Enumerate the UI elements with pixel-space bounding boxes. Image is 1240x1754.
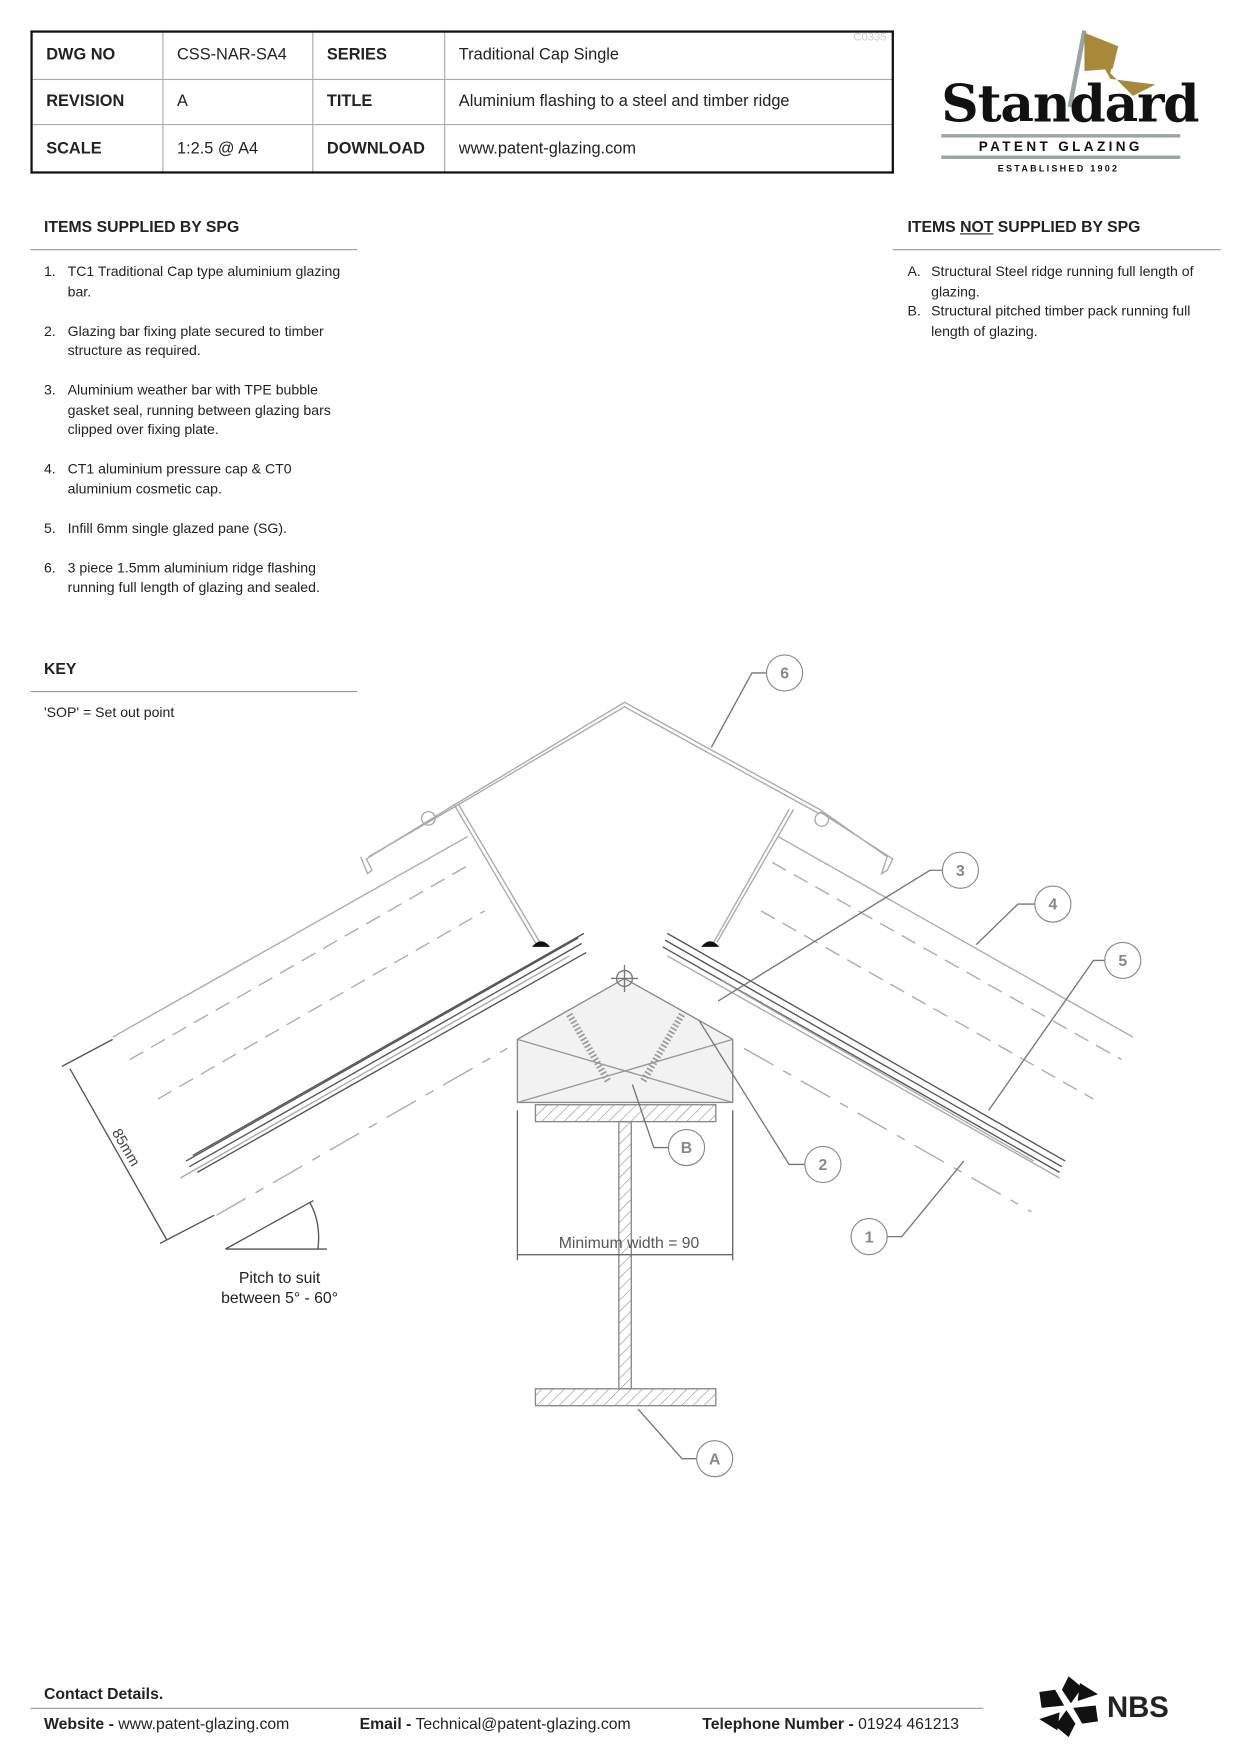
- callout-2: 2: [804, 1145, 842, 1184]
- callout-4: 4: [1034, 885, 1072, 923]
- divider: [30, 691, 358, 693]
- callout-a: A: [696, 1440, 734, 1478]
- drawing-ref-code: C0335: [853, 31, 887, 44]
- depth-dimension: [61, 1038, 215, 1244]
- divider: [892, 249, 1221, 251]
- pitch-indicator: [225, 1199, 327, 1250]
- min-width-dimension: [516, 1110, 734, 1261]
- label: SERIES: [312, 30, 446, 80]
- items-not-supplied-list: A.Structural Steel ridge running full le…: [907, 263, 1194, 362]
- svg-text:2: 2: [819, 1157, 828, 1174]
- list-item: 3.Aluminium weather bar with TPE bubble …: [43, 382, 331, 438]
- contact-email: Email - Technical@patent-glazing.com: [359, 1714, 631, 1733]
- divider: [30, 1707, 983, 1709]
- nbs-logo: NBS: [1037, 1674, 1169, 1745]
- gasket-seal: [701, 941, 720, 947]
- value: CSS-NAR-SA4: [162, 30, 314, 80]
- logo-rule: [941, 134, 1181, 138]
- value: Traditional Cap Single: [444, 30, 894, 80]
- pitch-range-label: between 5° - 60°: [221, 1290, 338, 1307]
- contact-heading: Contact Details.: [43, 1684, 164, 1703]
- logo-established: ESTABLISHED 1902: [997, 163, 1120, 174]
- items-supplied-heading: ITEMS SUPPLIED BY SPG: [43, 217, 240, 236]
- list-item: A.Structural Steel ridge running full le…: [907, 263, 1194, 300]
- divider: [30, 249, 358, 251]
- list-item: 4.CT1 aluminium pressure cap & CT0 alumi…: [43, 461, 292, 497]
- nbs-mark-icon: [1039, 1676, 1098, 1738]
- label: SCALE: [31, 124, 164, 174]
- standard-logo: Standard PATENT GLAZING ESTABLISHED 1902: [941, 28, 1200, 177]
- set-out-point-icon: [610, 964, 639, 992]
- svg-text:B: B: [681, 1140, 692, 1157]
- value: Aluminium flashing to a steel and timber…: [444, 78, 894, 126]
- value: 1:2.5 @ A4: [162, 124, 314, 174]
- flag-icon: [1067, 30, 1156, 108]
- nbs-text: NBS: [1106, 1689, 1169, 1724]
- svg-text:A: A: [709, 1451, 720, 1468]
- key-heading: KEY: [43, 659, 77, 678]
- items-not-supplied-heading: ITEMS NOT SUPPLIED BY SPG: [907, 217, 1141, 236]
- website-link[interactable]: www.patent-glazing.com: [118, 1714, 290, 1733]
- left-glazing: [112, 835, 587, 1216]
- label: DWG NO: [31, 30, 164, 80]
- pitch-label: Pitch to suit: [239, 1270, 321, 1287]
- logo-subtitle: PATENT GLAZING: [978, 138, 1143, 155]
- list-item: 2.Glazing bar fixing plate secured to ti…: [43, 322, 324, 359]
- list-item: B.Structural pitched timber pack running…: [907, 303, 1191, 339]
- svg-text:1: 1: [865, 1229, 874, 1246]
- list-item: 6.3 piece 1.5mm aluminium ridge flashing…: [43, 559, 320, 596]
- callout-5: 5: [1104, 941, 1142, 980]
- logo-wordmark: Standard: [941, 73, 1199, 135]
- list-item: 1.TC1 Traditional Cap type aluminium gla…: [43, 263, 341, 300]
- timber-pack: [516, 977, 734, 1104]
- contact-phone: Telephone Number - 01924 461213: [702, 1714, 960, 1733]
- callout-leaders: [631, 672, 1105, 1460]
- callout-3: 3: [941, 851, 980, 889]
- depth-label: 85mm: [108, 1126, 142, 1169]
- contact-website: Website - www.patent-glazing.com: [43, 1714, 290, 1733]
- right-glazing: [662, 835, 1134, 1213]
- svg-text:3: 3: [956, 863, 965, 880]
- min-width-label: Minimum width = 90: [559, 1235, 700, 1252]
- svg-text:6: 6: [780, 666, 789, 683]
- callout-6: 6: [765, 654, 804, 692]
- label: DOWNLOAD: [312, 124, 446, 174]
- items-supplied-list: 1.TC1 Traditional Cap type aluminium gla…: [44, 263, 348, 618]
- ridge-flashing: [360, 701, 894, 945]
- label: TITLE: [312, 78, 446, 126]
- key-text: 'SOP' = Set out point: [43, 704, 175, 721]
- gasket-seal: [532, 941, 551, 947]
- callout-b: B: [667, 1128, 706, 1167]
- svg-text:5: 5: [1118, 953, 1127, 970]
- download-link[interactable]: www.patent-glazing.com: [444, 124, 894, 174]
- list-item: 5.Infill 6mm single glazed pane (SG).: [43, 520, 287, 537]
- email-link[interactable]: Technical@patent-glazing.com: [415, 1714, 631, 1733]
- callout-1: 1: [850, 1218, 888, 1256]
- logo-rule: [941, 155, 1181, 159]
- svg-text:4: 4: [1048, 897, 1057, 914]
